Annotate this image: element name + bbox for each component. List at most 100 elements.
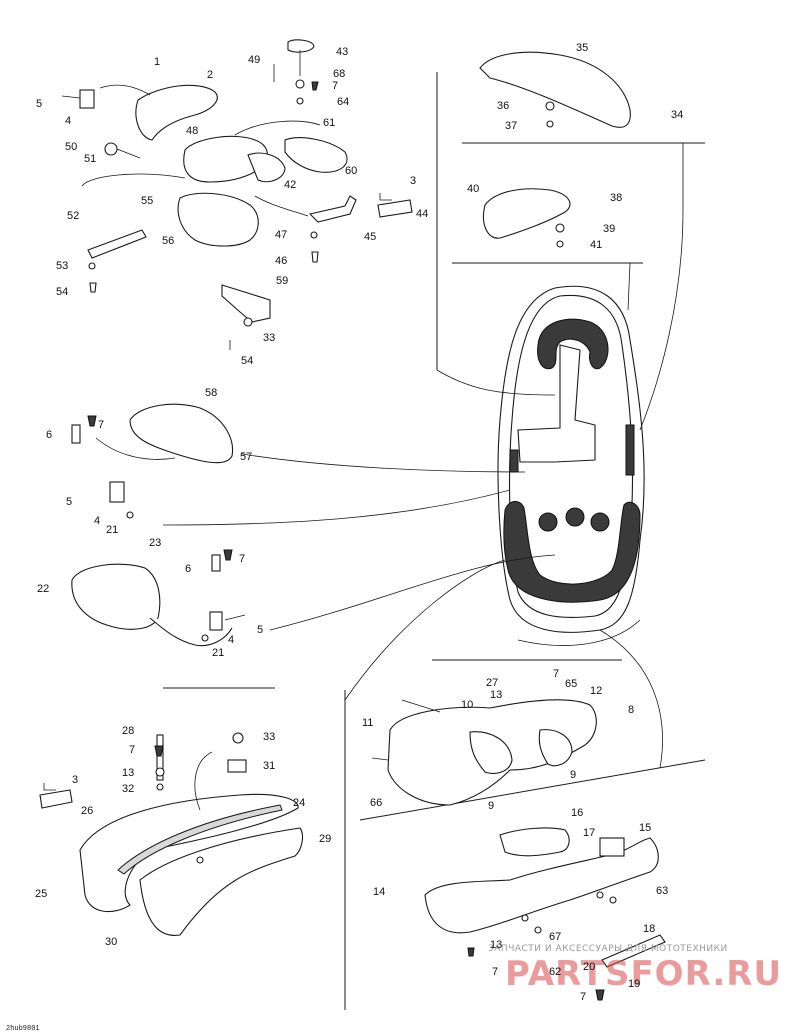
callout-label: 15: [639, 822, 651, 834]
callout-label: 47: [275, 229, 287, 241]
callout-label: 7: [98, 419, 104, 431]
callout-label: 7: [129, 744, 135, 756]
callout-label: 57: [240, 451, 252, 463]
callout-label: 19: [628, 978, 640, 990]
middle-left-parts: [71, 403, 246, 647]
callouts: 1 2 5 4 49 43 68 7 64 48 61 50 51 60 42 …: [35, 42, 683, 1003]
callout-label: 29: [319, 833, 331, 845]
callout-label: 43: [336, 46, 348, 58]
callout-label: 68: [333, 68, 345, 80]
callout-label: 42: [284, 179, 296, 191]
callout-label: 49: [248, 54, 260, 66]
callout-label: 18: [643, 923, 655, 935]
callout-label: 59: [276, 275, 288, 287]
callout-label: 11: [362, 717, 373, 729]
callout-label: 67: [549, 931, 561, 943]
callout-label: 31: [263, 760, 275, 772]
callout-label: 17: [583, 827, 595, 839]
callout-label: 62: [549, 966, 561, 978]
callout-label: 4: [65, 115, 71, 127]
callout-label: 6: [46, 429, 52, 441]
assembly-leaders: [162, 143, 684, 769]
bottom-left-parts: [39, 732, 304, 936]
callout-label: 32: [122, 783, 134, 795]
callout-label: 39: [603, 223, 615, 235]
callout-label: 5: [36, 98, 42, 110]
callout-label: 7: [239, 553, 245, 565]
callout-label: 21: [106, 524, 118, 536]
callout-label: 44: [416, 208, 428, 220]
callout-label: 30: [105, 936, 117, 948]
callout-label: 7: [492, 966, 498, 978]
callout-label: 56: [162, 235, 174, 247]
callout-label: 27: [486, 677, 498, 689]
callout-label: 54: [56, 286, 68, 298]
callout-label: 64: [337, 96, 349, 108]
callout-label: 46: [275, 255, 287, 267]
callout-label: 48: [186, 125, 198, 137]
callout-label: 22: [37, 583, 49, 595]
callout-label: 35: [576, 42, 588, 54]
bottom-right-parts: [371, 699, 666, 1001]
callout-label: 66: [370, 797, 382, 809]
callout-label: 13: [490, 689, 502, 701]
callout-label: 9: [570, 769, 576, 781]
callout-label: 21: [212, 647, 224, 659]
callout-label: 13: [490, 939, 502, 951]
callout-label: 26: [81, 805, 93, 817]
callout-label: 16: [571, 807, 583, 819]
top-right-parts: [479, 51, 631, 248]
callout-label: 36: [497, 100, 509, 112]
callout-label: 1: [154, 56, 160, 68]
callout-label: 38: [610, 192, 622, 204]
callout-label: 65: [565, 678, 577, 690]
callout-label: 55: [141, 195, 153, 207]
callout-label: 41: [590, 239, 602, 251]
callout-label: 10: [461, 699, 473, 711]
callout-label: 7: [580, 991, 586, 1003]
callout-label: 40: [467, 183, 479, 195]
watermark-caption: ЗАПЧАСТИ И АКСЕССУАРЫ ДЛЯ МОТОТЕХНИКИ: [488, 944, 728, 954]
figure-reference: 2hub9801: [6, 1025, 40, 1033]
top-left-parts: [61, 39, 413, 350]
callout-label: 7: [553, 668, 559, 680]
callout-label: 34: [671, 109, 683, 121]
callout-label: 52: [67, 210, 79, 222]
callout-label: 7: [332, 80, 338, 92]
callout-label: 51: [84, 153, 96, 165]
callout-label: 13: [122, 767, 134, 779]
callout-label: 58: [205, 387, 217, 399]
callout-label: 20: [583, 961, 595, 973]
section-separators: [163, 72, 706, 1010]
callout-label: 33: [263, 332, 275, 344]
callout-label: 5: [66, 496, 72, 508]
callout-label: 4: [94, 515, 100, 527]
callout-label: 28: [122, 725, 134, 737]
assembled-seat: [497, 285, 645, 646]
callout-label: 8: [628, 704, 634, 716]
callout-label: 12: [590, 685, 602, 697]
callout-label: 61: [323, 117, 335, 129]
callout-label: 2: [207, 69, 213, 81]
callout-label: 6: [185, 563, 191, 575]
callout-label: 25: [35, 888, 47, 900]
callout-label: 23: [149, 537, 161, 549]
callout-label: 14: [373, 886, 385, 898]
callout-label: 4: [228, 634, 234, 646]
callout-label: 24: [293, 797, 305, 809]
callout-label: 3: [410, 175, 416, 187]
callout-label: 5: [257, 624, 263, 636]
callout-label: 63: [656, 885, 668, 897]
callout-label: 33: [263, 731, 275, 743]
watermark-logo: PARTSFOR.RU: [505, 954, 782, 994]
callout-label: 9: [488, 800, 494, 812]
callout-label: 3: [72, 774, 78, 786]
callout-label: 53: [56, 260, 68, 272]
callout-label: 37: [505, 120, 517, 132]
watermark: ЗАПЧАСТИ И АКСЕССУАРЫ ДЛЯ МОТОТЕХНИКИ PA…: [488, 944, 782, 994]
callout-label: 50: [65, 141, 77, 153]
callout-label: 54: [241, 355, 253, 367]
callout-label: 45: [364, 231, 376, 243]
callout-label: 60: [345, 165, 357, 177]
